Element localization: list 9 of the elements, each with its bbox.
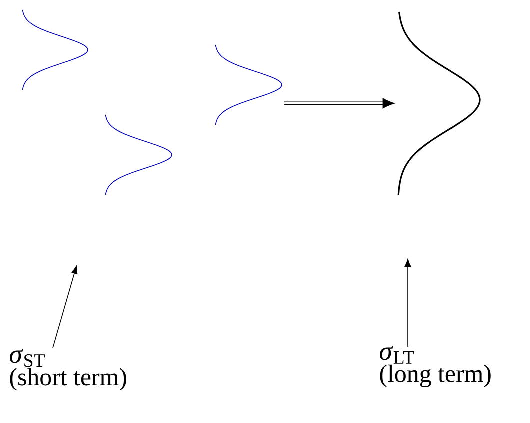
bell-curve [398, 12, 481, 196]
leader-arrow [404, 259, 412, 348]
leader-arrow [52, 266, 78, 348]
label-text: σ$_{LT}$ (long term) [380, 346, 491, 388]
arrow [284, 98, 395, 109]
bell-curve [22, 10, 88, 90]
label-text: σ$_{ST}$ (short term) [10, 349, 126, 391]
bell-curve [105, 114, 172, 196]
bell-curve [215, 44, 282, 126]
